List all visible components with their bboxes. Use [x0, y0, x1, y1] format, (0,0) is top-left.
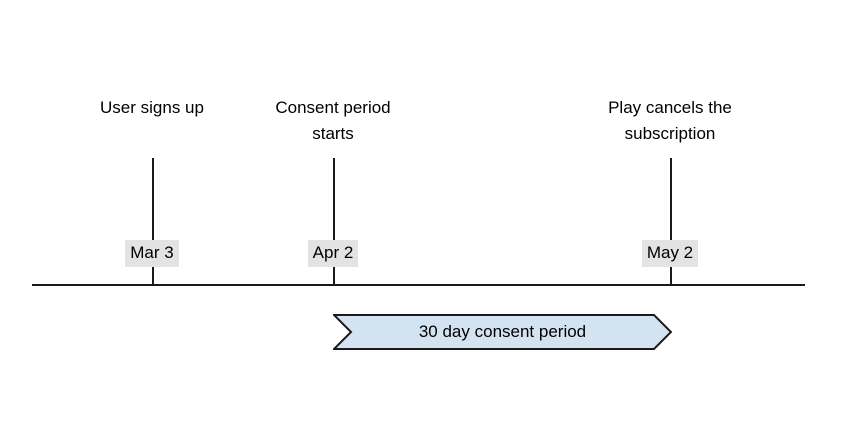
banner-arrow-polygon	[333, 314, 672, 350]
event-tick-line	[333, 158, 335, 285]
event-date-chip: Mar 3	[22, 240, 282, 267]
event-label: Play cancels the subscription	[608, 98, 732, 143]
event-label: User signs up	[100, 98, 204, 117]
event-date-text: Mar 3	[125, 240, 179, 267]
event-label: Consent period starts	[275, 98, 391, 143]
timeline-event-marker: Consent period starts Apr 2	[203, 95, 463, 287]
event-tick-line	[152, 158, 154, 285]
event-date-text: Apr 2	[307, 240, 359, 267]
timeline-axis	[32, 284, 805, 286]
event-date-text: May 2	[641, 240, 699, 267]
timeline-event-marker: User signs up Mar 3	[22, 95, 282, 287]
consent-period-banner: 30 day consent period	[333, 314, 672, 350]
event-date-chip: May 2	[540, 240, 800, 267]
banner-arrow-shape	[333, 314, 672, 350]
event-date-chip: Apr 2	[203, 240, 463, 267]
event-tick-line	[670, 158, 672, 285]
timeline-event-marker: Play cancels the subscription May 2	[540, 95, 800, 287]
banner-label: 30 day consent period	[418, 322, 587, 341]
